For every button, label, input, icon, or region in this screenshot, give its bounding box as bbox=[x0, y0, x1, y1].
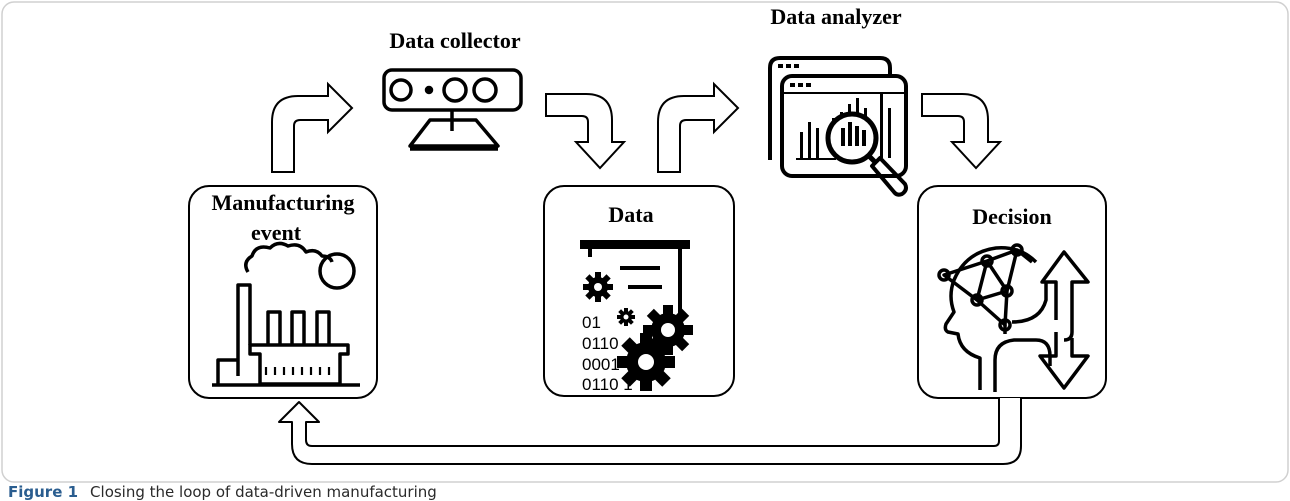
decision-node: Decision bbox=[917, 185, 1107, 399]
head-network-icon bbox=[937, 243, 1090, 392]
factory-icon bbox=[212, 241, 360, 387]
binary-line-4: 0110 1 bbox=[582, 375, 633, 394]
manufacturing-label-line2: event bbox=[251, 220, 302, 245]
binary-line-3: 0001 bbox=[582, 355, 620, 374]
data-collector-node: Data collector bbox=[382, 28, 523, 151]
chart-magnifier-icon bbox=[768, 56, 908, 197]
binary-line-1: 01 bbox=[582, 313, 601, 332]
data-node: Data bbox=[543, 185, 735, 397]
figure-caption: Figure 1 Closing the loop of data-driven… bbox=[8, 483, 437, 501]
caption-label: Figure 1 bbox=[8, 483, 78, 501]
data-analyzer-label: Data analyzer bbox=[770, 4, 902, 29]
document-gears-icon: 01 0110 0001 0110 1 bbox=[580, 240, 693, 394]
binary-line-2: 0110 bbox=[582, 334, 619, 353]
data-label: Data bbox=[608, 202, 653, 227]
decision-label: Decision bbox=[972, 204, 1051, 229]
loop-back-arrow bbox=[278, 398, 1022, 465]
data-analyzer-node: Data analyzer bbox=[768, 4, 908, 197]
manufacturing-event-node: Manufacturing event bbox=[188, 185, 378, 399]
sensor-device-icon bbox=[382, 68, 523, 151]
data-collector-label: Data collector bbox=[389, 28, 521, 53]
manufacturing-label-line1: Manufacturing bbox=[212, 190, 355, 215]
caption-text: Closing the loop of data-driven manufact… bbox=[90, 483, 437, 501]
